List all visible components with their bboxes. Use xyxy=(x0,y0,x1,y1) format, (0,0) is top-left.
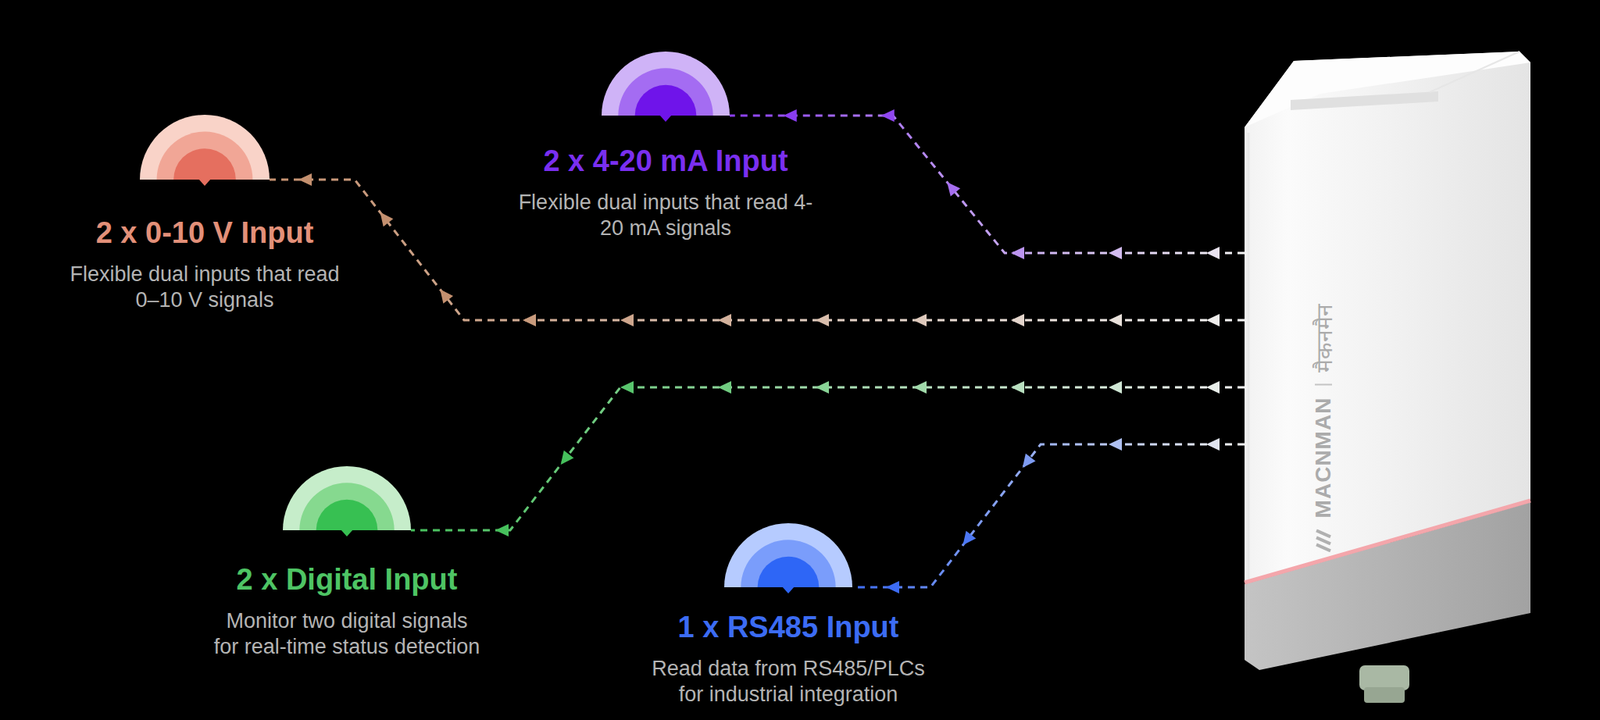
brand-name: MACNMAN xyxy=(1310,397,1336,519)
arrowhead xyxy=(1206,438,1220,451)
logo-slash xyxy=(1316,530,1331,537)
text-block: 1 x RS485 InputRead data from RS485/PLCs… xyxy=(632,609,945,708)
input-heading: 2 x 4-20 mA Input xyxy=(542,142,788,179)
semicircle-icon xyxy=(139,114,270,180)
semicircle-ring xyxy=(316,500,379,531)
arrowhead xyxy=(913,381,927,394)
arrowhead xyxy=(1017,453,1036,472)
semicircle-ring xyxy=(635,85,697,116)
arrowhead xyxy=(1010,314,1025,327)
arrowhead xyxy=(1206,246,1220,260)
input-description: Monitor two digital signals for real-tim… xyxy=(190,608,504,661)
input-heading: 1 x RS485 Input xyxy=(678,609,900,646)
arrowhead xyxy=(1010,246,1025,260)
device-node: MACNMAN मैकनमैन xyxy=(1244,53,1531,679)
arrowhead xyxy=(495,524,509,537)
semicircle-ring xyxy=(282,466,411,531)
connector xyxy=(729,109,1245,260)
input-node: 2 x 4-20 mA InputFlexible dual inputs th… xyxy=(601,51,730,116)
connector xyxy=(852,438,1245,594)
input-description: Read data from RS485/PLCs for industrial… xyxy=(632,656,945,708)
device-light-strip xyxy=(1244,500,1531,583)
arrowhead xyxy=(815,381,829,394)
logo-slash xyxy=(1316,544,1331,551)
input-heading: 2 x 0-10 V Input xyxy=(96,214,315,251)
arrowhead xyxy=(522,314,536,327)
semicircle-icon xyxy=(282,466,411,531)
cable-gland xyxy=(1364,687,1405,704)
device-base xyxy=(1244,502,1531,671)
arrowhead xyxy=(1206,314,1220,327)
notch xyxy=(659,114,672,122)
arrowhead xyxy=(1108,381,1122,394)
connector-line xyxy=(269,179,1245,321)
device-edge xyxy=(1247,132,1250,580)
arrowhead xyxy=(913,314,927,327)
semicircle-ring xyxy=(724,523,853,588)
input-node: 1 x RS485 InputRead data from RS485/PLCs… xyxy=(724,523,853,588)
connector xyxy=(269,173,1245,327)
device-ridge xyxy=(1429,51,1520,93)
connector xyxy=(410,381,1245,537)
semicircle-ring xyxy=(617,67,713,116)
notch xyxy=(340,529,354,537)
arrowhead xyxy=(620,314,634,327)
semicircle-ring xyxy=(157,132,254,180)
arrowhead xyxy=(1108,246,1122,260)
arrowhead xyxy=(555,450,574,469)
semicircle-icon xyxy=(601,51,730,116)
arrowhead xyxy=(717,381,732,394)
notch xyxy=(782,586,795,594)
semicircle-icon xyxy=(724,523,853,588)
semicircle-ring xyxy=(299,482,394,531)
separator-line xyxy=(1314,384,1333,386)
device-body xyxy=(1244,51,1531,583)
arrowhead xyxy=(957,531,976,550)
semicircle-ring xyxy=(601,51,730,116)
input-description: Flexible dual inputs that read 0–10 V si… xyxy=(56,261,354,314)
semicircle-ring xyxy=(740,539,836,588)
arrowhead xyxy=(1108,314,1122,327)
brand-mark: MACNMAN मैकनमैन xyxy=(1308,303,1339,554)
connector-line xyxy=(729,115,1245,254)
arrowhead xyxy=(783,109,797,122)
arrowhead xyxy=(942,178,961,197)
arrowhead xyxy=(885,581,900,594)
arrowhead xyxy=(815,314,829,327)
arrowhead xyxy=(298,173,312,186)
semicircle-ring xyxy=(173,148,236,180)
arrowhead xyxy=(1108,438,1122,451)
connector-line xyxy=(852,444,1245,588)
notch xyxy=(198,178,211,186)
text-block: 2 x 0-10 V InputFlexible dual inputs tha… xyxy=(56,214,354,314)
input-description: Flexible dual inputs that read 4-20 mA s… xyxy=(517,189,815,242)
text-block: 2 x 4-20 mA InputFlexible dual inputs th… xyxy=(517,142,815,242)
device-slot xyxy=(1290,91,1439,111)
input-heading: 2 x Digital Input xyxy=(236,561,458,598)
brand-separator xyxy=(1313,383,1334,387)
arrowhead xyxy=(1206,381,1220,394)
arrowhead xyxy=(1010,381,1025,394)
logo-slash xyxy=(1316,537,1331,544)
logo-slashes xyxy=(1314,528,1333,553)
semicircle-ring xyxy=(757,557,820,588)
arrowhead xyxy=(620,381,634,394)
arrowhead xyxy=(435,285,454,304)
arrowhead xyxy=(375,208,393,227)
semicircle-ring xyxy=(139,114,270,180)
device-top xyxy=(1244,51,1531,128)
input-node: 2 x Digital InputMonitor two digital sig… xyxy=(282,466,411,531)
text-block: 2 x Digital InputMonitor two digital sig… xyxy=(190,561,504,661)
arrowhead xyxy=(717,314,732,327)
connector-line xyxy=(410,387,1245,531)
input-node: 2 x 0-10 V InputFlexible dual inputs tha… xyxy=(139,114,270,180)
brand-name-devanagari: मैकनमैन xyxy=(1308,303,1339,373)
cable-gland xyxy=(1359,665,1410,691)
arrowhead xyxy=(881,109,895,122)
